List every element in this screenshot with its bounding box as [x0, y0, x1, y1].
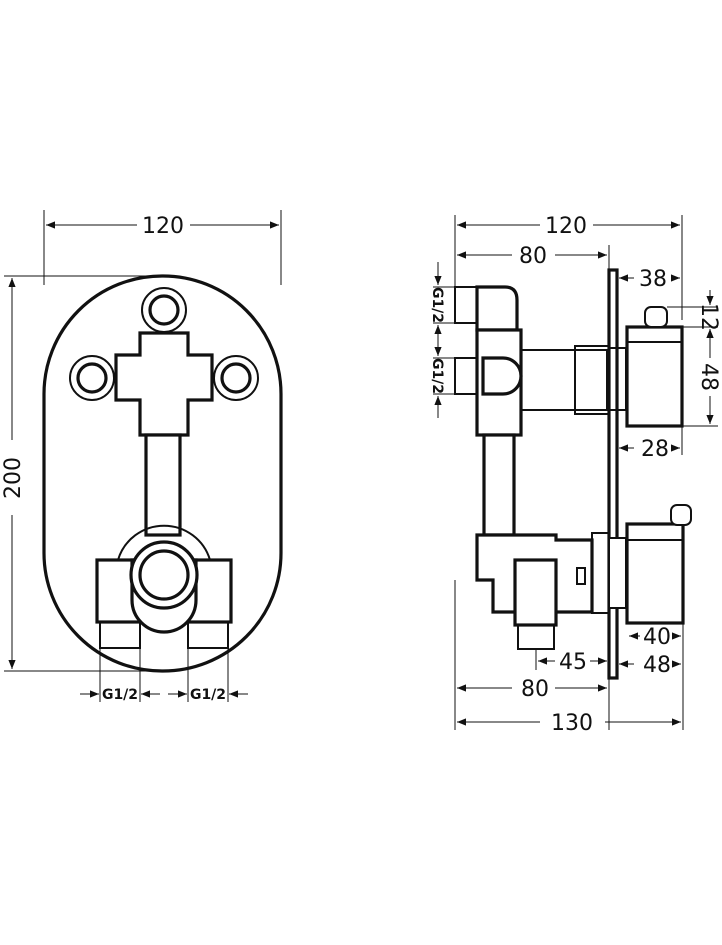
middle-thread [454, 357, 478, 395]
side-top-body-label: 80 [519, 244, 547, 269]
front-view [42, 274, 283, 673]
side-thread-middle-label: G1/2 [429, 358, 445, 394]
wall-plate [607, 268, 619, 680]
front-width-label: 120 [142, 214, 184, 239]
side-vertical-pipe [482, 433, 516, 537]
front-dimensions: 120 200 G1/2 G1/2 [1, 210, 282, 703]
right-connector [213, 355, 259, 401]
middle-elbow [481, 356, 523, 396]
side-top-overall-label: 120 [545, 214, 587, 239]
side-view [454, 268, 692, 680]
side-handle-depth-bottom-label: 40 [643, 625, 671, 650]
side-dimensions: 120 80 38 G1/2 G1/2 12 48 [429, 214, 721, 736]
side-handle-tab-label: 12 [696, 303, 721, 331]
left-thread [99, 621, 141, 649]
lower-spindle-thread [591, 532, 610, 614]
upper-handle [625, 306, 684, 428]
side-handle-height-label: 48 [696, 363, 721, 391]
side-bottom-overall-label: 130 [551, 711, 593, 736]
front-thread-left-label: G1/2 [102, 687, 138, 703]
lower-body [95, 524, 233, 634]
cover-plate [42, 274, 283, 673]
vertical-pipe [144, 433, 182, 537]
side-outlet-offset-label: 45 [559, 650, 587, 675]
front-height-label: 200 [1, 457, 26, 499]
side-handle-overall-bottom-label: 48 [643, 653, 671, 678]
upper-spindle-thread [520, 349, 608, 411]
front-thread-right-label: G1/2 [190, 687, 226, 703]
side-bottom-body-label: 80 [521, 677, 549, 702]
side-spindle-depth-top-label: 38 [639, 267, 667, 292]
right-thread [187, 621, 229, 649]
top-elbow [454, 285, 519, 332]
side-handle-depth-top-label: 28 [641, 437, 669, 462]
side-lower-body [475, 533, 594, 650]
side-thread-top-label: G1/2 [429, 287, 445, 323]
cross-body [114, 331, 214, 437]
left-connector [69, 355, 115, 401]
top-connector [141, 287, 187, 333]
lower-handle [625, 504, 692, 625]
